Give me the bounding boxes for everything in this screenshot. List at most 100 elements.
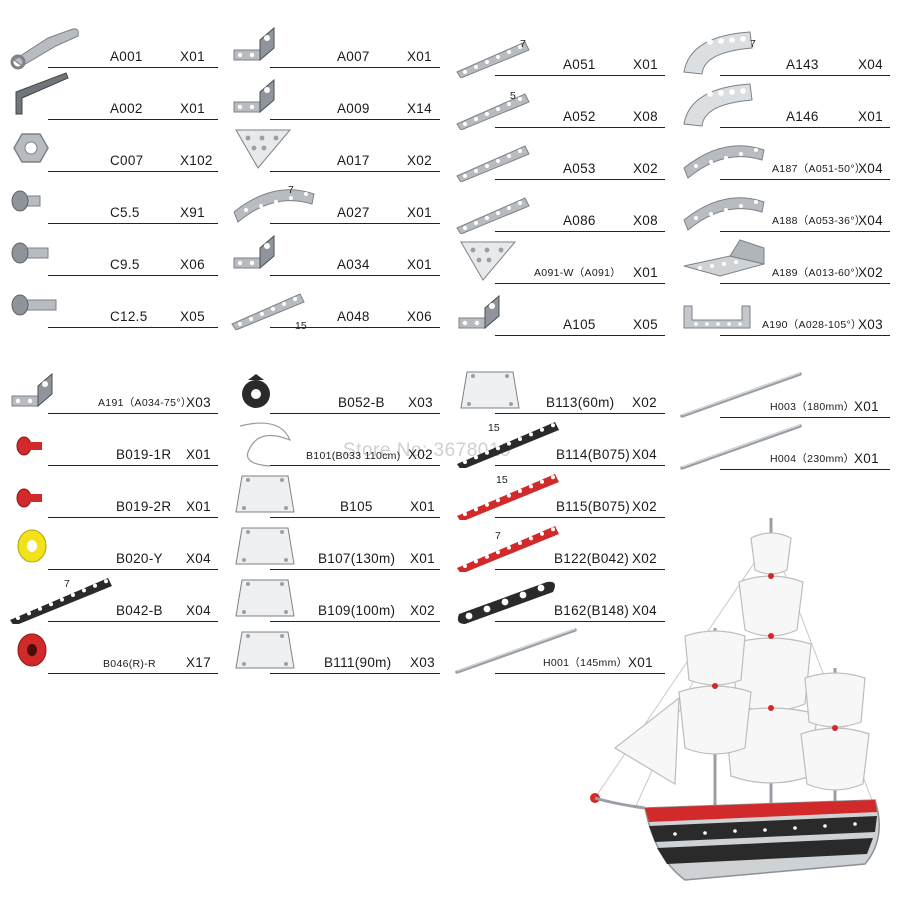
angle-bracket-icon bbox=[230, 72, 305, 127]
part-quantity: X05 bbox=[633, 317, 658, 332]
part-quantity: X08 bbox=[633, 213, 658, 228]
part-underline bbox=[48, 222, 218, 224]
axle-rod-icon bbox=[680, 370, 810, 425]
part-row: B101(B033 110cm)X02 bbox=[230, 418, 440, 467]
part-quantity: X102 bbox=[180, 153, 213, 168]
part-code: B052-B bbox=[338, 395, 385, 410]
perforated-strip-icon bbox=[455, 132, 535, 187]
part-quantity: X03 bbox=[408, 395, 433, 410]
part-quantity: X01 bbox=[186, 499, 211, 514]
part-row: A187（A051-50°）X04 bbox=[680, 132, 890, 180]
part-code: C5.5 bbox=[110, 205, 140, 220]
part-code: H001（145mm） bbox=[543, 657, 628, 669]
part-underline bbox=[270, 568, 440, 570]
part-underline bbox=[495, 178, 665, 180]
part-underline bbox=[48, 66, 218, 68]
part-row: H004（230mm）X01 bbox=[680, 422, 890, 470]
part-code: A052 bbox=[563, 109, 596, 124]
curved-plate-icon bbox=[680, 80, 780, 135]
part-underline bbox=[495, 516, 665, 518]
part-code: B019-2R bbox=[116, 499, 172, 514]
part-underline bbox=[48, 170, 218, 172]
hex-nut-icon bbox=[8, 124, 83, 179]
part-code: C9.5 bbox=[110, 257, 140, 272]
part-quantity: X01 bbox=[854, 451, 879, 466]
part-underline bbox=[270, 66, 440, 68]
red-wheel-icon bbox=[8, 626, 83, 681]
part-code: B046(R)-R bbox=[103, 658, 156, 670]
curved-plate-icon bbox=[680, 28, 780, 83]
part-code: B042-B bbox=[116, 603, 163, 618]
hole-count-label: 7 bbox=[520, 38, 526, 50]
part-code: A187（A051-50°） bbox=[772, 163, 866, 175]
part-quantity: X17 bbox=[186, 655, 211, 670]
wrench-icon bbox=[8, 20, 83, 75]
part-row: H003（180mm）X01 bbox=[680, 370, 890, 418]
triangle-plate-icon bbox=[455, 236, 530, 291]
bent-plate-icon bbox=[680, 236, 770, 291]
black-strip-icon bbox=[8, 574, 118, 629]
part-quantity: X06 bbox=[180, 257, 205, 272]
part-row: A188（A053-36°）X04 bbox=[680, 184, 890, 232]
part-underline bbox=[720, 468, 890, 470]
part-quantity: X05 bbox=[180, 309, 205, 324]
part-underline bbox=[495, 620, 665, 622]
angle-bracket-icon bbox=[455, 288, 530, 343]
sail-plate-icon bbox=[230, 626, 305, 681]
part-code: A051 bbox=[563, 57, 596, 72]
part-quantity: X01 bbox=[180, 101, 205, 116]
part-underline bbox=[48, 672, 218, 674]
part-quantity: X03 bbox=[186, 395, 211, 410]
part-code: B020-Y bbox=[116, 551, 163, 566]
part-underline bbox=[48, 516, 218, 518]
part-code: H003（180mm） bbox=[770, 401, 855, 413]
part-underline bbox=[270, 170, 440, 172]
red-cap-icon bbox=[8, 470, 83, 525]
axle-rod-icon bbox=[680, 422, 810, 477]
part-code: A146 bbox=[786, 109, 819, 124]
part-underline bbox=[48, 568, 218, 570]
hole-count-label: 5 bbox=[510, 90, 516, 102]
sail-plate-icon bbox=[230, 470, 305, 525]
hole-count-label: 15 bbox=[295, 320, 307, 332]
curved-strip-icon bbox=[230, 176, 320, 231]
part-code: A143 bbox=[786, 57, 819, 72]
part-underline bbox=[270, 620, 440, 622]
part-quantity: X02 bbox=[632, 499, 657, 514]
part-underline bbox=[48, 464, 218, 466]
part-code: A027 bbox=[337, 205, 370, 220]
part-quantity: X01 bbox=[186, 447, 211, 462]
part-quantity: X01 bbox=[410, 499, 435, 514]
part-underline bbox=[495, 334, 665, 336]
part-underline bbox=[720, 282, 890, 284]
part-quantity: X04 bbox=[632, 447, 657, 462]
black-pulley-icon bbox=[230, 366, 305, 421]
part-code: A007 bbox=[337, 49, 370, 64]
part-underline bbox=[48, 118, 218, 120]
part-code: A053 bbox=[563, 161, 596, 176]
part-quantity: X14 bbox=[407, 101, 432, 116]
screw-long-icon bbox=[8, 280, 83, 335]
part-quantity: X02 bbox=[408, 447, 433, 462]
red-strip-icon bbox=[455, 470, 565, 525]
part-underline bbox=[495, 568, 665, 570]
perforated-strip-icon bbox=[455, 28, 535, 83]
part-underline bbox=[495, 74, 665, 76]
part-underline bbox=[495, 412, 665, 414]
part-code: A017 bbox=[337, 153, 370, 168]
part-row: A189（A013-60°）X02 bbox=[680, 236, 890, 284]
part-code: B162(B148) bbox=[554, 603, 630, 618]
part-quantity: X04 bbox=[186, 603, 211, 618]
curved-strip-icon bbox=[680, 184, 770, 239]
part-code: B105 bbox=[340, 499, 373, 514]
hole-count-label: 7 bbox=[750, 38, 756, 50]
hole-count-label: 15 bbox=[488, 422, 500, 434]
part-underline bbox=[495, 282, 665, 284]
